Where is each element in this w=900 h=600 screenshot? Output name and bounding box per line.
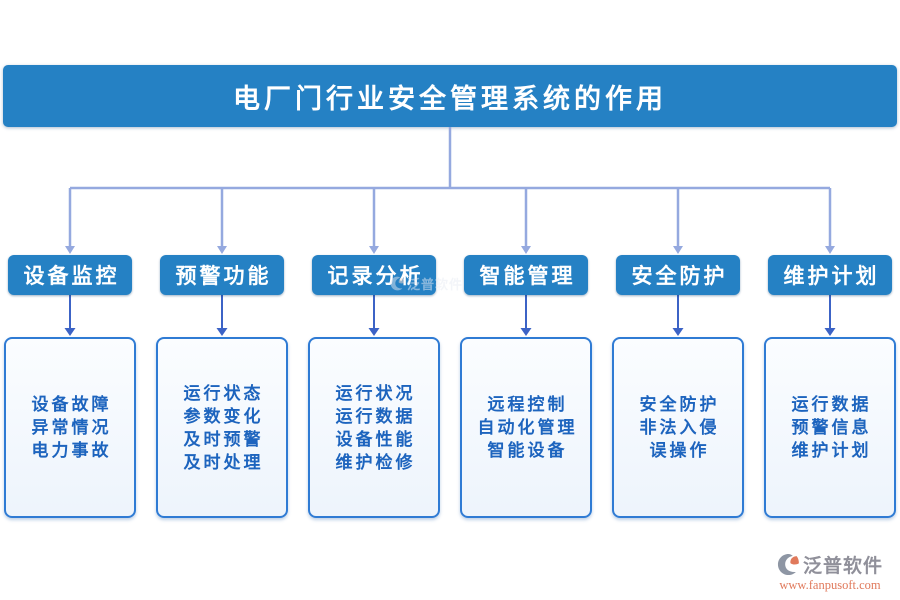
branch-header: 记录分析 bbox=[312, 255, 436, 295]
branch-box: 运行状态参数变化及时预警及时处理 bbox=[156, 337, 288, 518]
branch-item: 非法入侵 bbox=[639, 418, 720, 437]
branch-item: 误操作 bbox=[649, 441, 710, 460]
fanpu-logo-icon bbox=[777, 553, 799, 576]
branch-item: 运行数据 bbox=[335, 406, 416, 426]
branch-items: 运行状态参数变化及时预警及时处理 bbox=[181, 382, 264, 474]
branch-item: 设备性能 bbox=[335, 429, 416, 449]
branch-header-label: 安全防护 bbox=[631, 265, 728, 288]
title-banner: 电厂门行业安全管理系统的作用 bbox=[3, 65, 897, 127]
branch-item: 异常情况 bbox=[31, 418, 112, 437]
branch-header: 安全防护 bbox=[616, 255, 740, 295]
page-title: 电厂门行业安全管理系统的作用 bbox=[233, 83, 667, 114]
branch-item: 及时处理 bbox=[183, 452, 264, 472]
branch-item: 自动化管理 bbox=[477, 418, 578, 437]
branch-item: 运行数据 bbox=[791, 395, 872, 414]
branch-item: 运行状况 bbox=[335, 383, 416, 403]
branch-box: 设备故障异常情况电力事故 bbox=[4, 337, 136, 518]
branch-item: 预警信息 bbox=[791, 418, 872, 437]
fanpu-logo-row: 泛普软件 bbox=[777, 551, 883, 578]
branch-header: 预警功能 bbox=[160, 255, 284, 295]
branch-box: 安全防护非法入侵误操作 bbox=[612, 337, 744, 518]
branch-column: 记录分析 运行状况运行数据设备性能维护检修 bbox=[308, 0, 440, 600]
branch-header-label: 维护计划 bbox=[783, 265, 880, 288]
branch-column: 智能管理 远程控制自动化管理智能设备 bbox=[460, 0, 592, 600]
fanpu-logo-name: 泛普软件 bbox=[802, 556, 883, 577]
branch-column: 设备监控 设备故障异常情况电力事故 bbox=[4, 0, 136, 600]
branch-items: 安全防护非法入侵误操作 bbox=[637, 393, 720, 462]
branch-item: 维护计划 bbox=[791, 441, 872, 460]
branch-items: 运行数据预警信息维护计划 bbox=[789, 393, 872, 462]
branch-box: 运行数据预警信息维护计划 bbox=[764, 337, 896, 518]
branch-header: 设备监控 bbox=[8, 255, 132, 295]
branch-item: 运行状态 bbox=[183, 383, 264, 403]
branch-item: 设备故障 bbox=[31, 395, 112, 414]
branch-header: 智能管理 bbox=[464, 255, 588, 295]
branch-header-label: 智能管理 bbox=[479, 265, 576, 288]
branch-item: 及时预警 bbox=[183, 429, 264, 449]
branch-header-label: 设备监控 bbox=[23, 265, 120, 288]
branch-box: 运行状况运行数据设备性能维护检修 bbox=[308, 337, 440, 518]
fanpu-logo: 泛普软件 www.fanpusoft.com bbox=[762, 551, 898, 593]
branch-column: 安全防护 安全防护非法入侵误操作 bbox=[612, 0, 744, 600]
branch-item: 智能设备 bbox=[487, 441, 568, 460]
branch-header-label: 预警功能 bbox=[175, 265, 272, 288]
branch-item: 远程控制 bbox=[487, 395, 568, 414]
branch-header-label: 记录分析 bbox=[327, 265, 424, 288]
branch-box: 远程控制自动化管理智能设备 bbox=[460, 337, 592, 518]
branch-header: 维护计划 bbox=[768, 255, 892, 295]
branch-item: 维护检修 bbox=[335, 452, 416, 472]
branch-item: 参数变化 bbox=[183, 406, 264, 426]
branch-item: 安全防护 bbox=[639, 395, 720, 414]
fanpu-logo-url: www.fanpusoft.com bbox=[779, 578, 881, 592]
branch-item: 电力事故 bbox=[31, 441, 112, 460]
branch-items: 设备故障异常情况电力事故 bbox=[29, 393, 112, 462]
branch-column: 预警功能 运行状态参数变化及时预警及时处理 bbox=[156, 0, 288, 600]
branch-column: 维护计划 运行数据预警信息维护计划 bbox=[764, 0, 896, 600]
branch-items: 远程控制自动化管理智能设备 bbox=[475, 393, 578, 462]
branch-items: 运行状况运行数据设备性能维护检修 bbox=[333, 382, 416, 474]
